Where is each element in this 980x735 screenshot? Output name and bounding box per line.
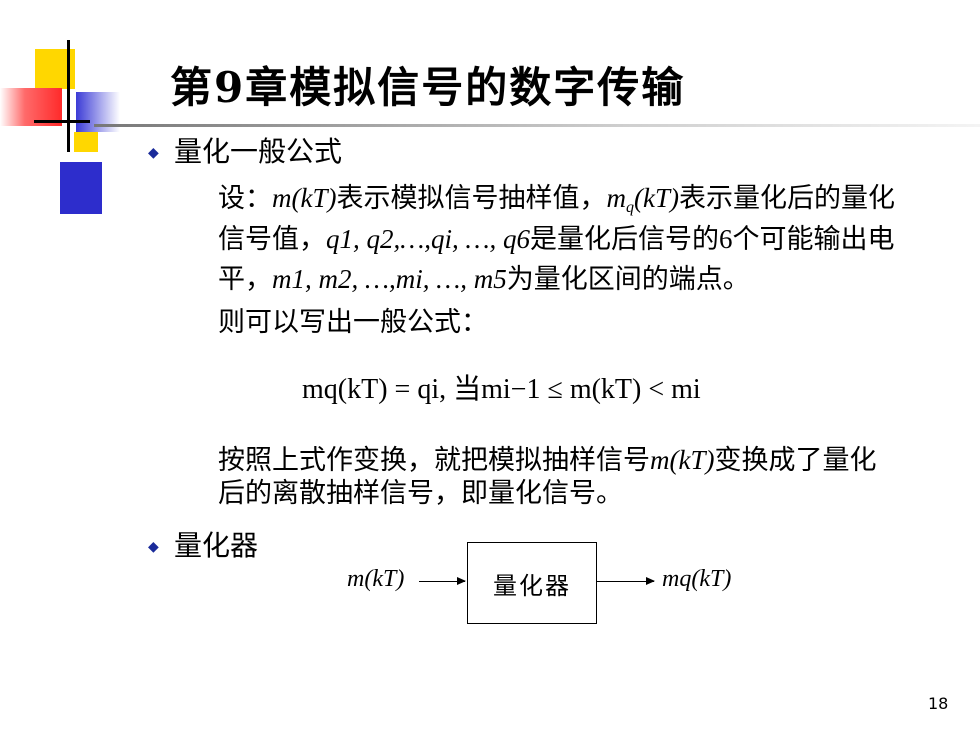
text: 信号值，: [218, 224, 326, 255]
paragraph-line: 信号值，q1, q2,…,qi, …, q6是量化后信号的6个可能输出电: [218, 219, 895, 260]
slide-title: 第9章模拟信号的数字传输: [170, 63, 686, 112]
decor-vertical-line: [67, 40, 70, 152]
input-arrow-icon: [419, 577, 466, 585]
paragraph-line: 平，m1, m2, …,mi, …, m5为量化区间的端点。: [218, 259, 750, 300]
title-rule: [94, 124, 980, 127]
text: 为量化区间的端点。: [506, 264, 750, 295]
quantization-formula: mq(kT) = qi, 当mi−1 ≤ m(kT) < mi: [302, 374, 701, 405]
page-number: 18: [928, 694, 949, 713]
math-sub: q: [625, 199, 634, 216]
math-vars: m1, m2, …,mi, …, m5: [272, 264, 507, 294]
section-heading: 量化器: [174, 529, 259, 562]
text: 表示模拟信号抽样值，: [336, 183, 607, 214]
math-var: (kT): [291, 183, 337, 213]
text: 变换成了量化: [714, 445, 877, 476]
text: 表示量化后的量化: [678, 183, 895, 214]
diamond-bullet-icon: ◆: [148, 539, 159, 555]
decor-yellow-small: [74, 132, 98, 152]
math-vars: q1, q2,…,qi, …, q6: [326, 224, 531, 254]
text: 个可能输出电: [732, 224, 895, 255]
math-var: m: [606, 183, 626, 213]
paragraph-line: 设：m(kT)表示模拟信号抽样值，mq(kT)表示量化后的量化: [218, 178, 895, 228]
text: 设：: [218, 183, 272, 214]
math-var: m(kT): [650, 445, 715, 475]
output-signal-label: mq(kT): [662, 566, 732, 592]
output-arrow-icon: [597, 577, 655, 585]
math-number: 6: [719, 224, 733, 254]
text: 是量化后信号的: [530, 224, 720, 255]
paragraph-line: 按照上式作变换，就把模拟抽样信号m(kT)变换成了量化: [218, 440, 876, 481]
bullet-item-formula: ◆ 量化一般公式: [148, 130, 342, 170]
decor-blue-square: [60, 162, 102, 214]
math-var: (kT): [633, 183, 679, 213]
text: 按照上式作变换，就把模拟抽样信号: [218, 445, 650, 476]
section-heading: 量化一般公式: [174, 135, 343, 168]
decor-horizontal-line: [34, 120, 90, 123]
math-var: m: [272, 183, 292, 213]
decor-red-bar: [0, 88, 62, 126]
quantizer-box: 量化器: [467, 542, 597, 624]
paragraph-line: 后的离散抽样信号，即量化信号。: [218, 478, 623, 509]
input-signal-label: m(kT): [347, 566, 405, 592]
text: 平，: [218, 264, 272, 295]
paragraph-line: 则可以写出一般公式：: [218, 307, 488, 338]
bullet-item-quantizer: ◆ 量化器: [148, 524, 258, 564]
diamond-bullet-icon: ◆: [148, 145, 159, 161]
